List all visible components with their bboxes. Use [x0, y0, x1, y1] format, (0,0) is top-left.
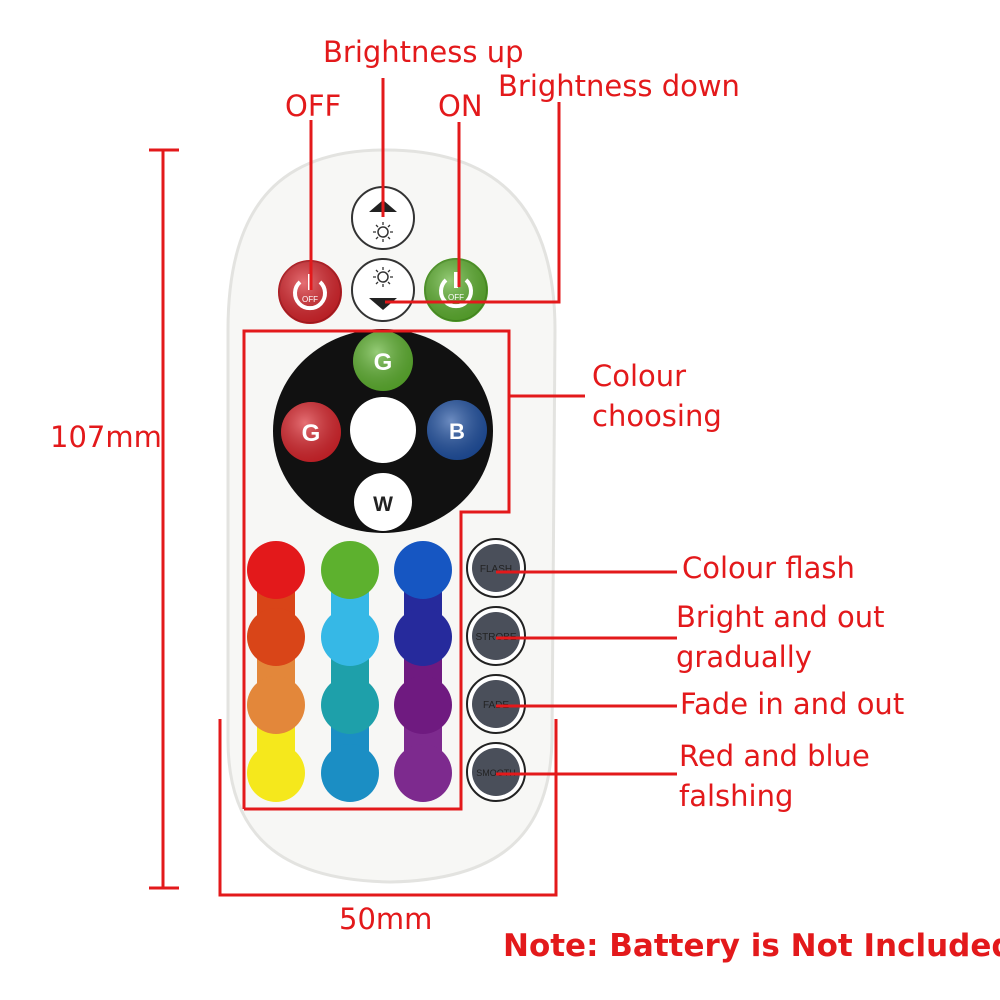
color-swatch-button[interactable]: [394, 608, 452, 666]
red-button[interactable]: G: [281, 402, 341, 462]
label-brightness-down: Brightness down: [498, 69, 740, 103]
w-button[interactable]: W: [354, 473, 412, 531]
green-button[interactable]: G: [353, 331, 413, 391]
strobe-button[interactable]: STROBE: [466, 606, 526, 666]
svg-text:B: B: [449, 419, 465, 444]
label-fade: Fade in and out: [680, 687, 905, 721]
svg-text:G: G: [302, 420, 321, 447]
label-colour-flash: Colour flash: [682, 551, 855, 585]
label-brightness-up: Brightness up: [323, 35, 524, 69]
color-swatch-button[interactable]: [321, 541, 379, 599]
color-swatch-button[interactable]: [247, 608, 305, 666]
color-swatch-button[interactable]: [321, 676, 379, 734]
annotation-lines: [149, 78, 677, 897]
fade-button[interactable]: FADE: [466, 674, 526, 734]
label-on: ON: [438, 89, 483, 123]
power-off-text: OFF: [302, 295, 318, 304]
label-height: 107mm: [50, 420, 162, 454]
color-swatch-button[interactable]: [321, 608, 379, 666]
flash-button[interactable]: FLASH: [466, 538, 526, 598]
label-width: 50mm: [339, 902, 433, 936]
color-swatch-button[interactable]: [394, 541, 452, 599]
label-off: OFF: [285, 89, 342, 123]
blue-button[interactable]: B: [427, 400, 487, 460]
power-on-text: OFF: [448, 293, 464, 302]
smooth-button[interactable]: SMOOTH: [466, 742, 526, 802]
svg-text:W: W: [373, 493, 393, 516]
color-swatch-button[interactable]: [247, 744, 305, 802]
svg-text:FLASH: FLASH: [480, 564, 512, 575]
color-swatch-button[interactable]: [394, 676, 452, 734]
label-colour-choosing: Colour choosing: [592, 359, 722, 433]
color-swatch-button[interactable]: [321, 744, 379, 802]
power-on-button[interactable]: OFF: [424, 258, 488, 322]
battery-note: Note: Battery is Not Included: [503, 928, 1000, 964]
color-swatch-button[interactable]: [394, 744, 452, 802]
color-swatch-button[interactable]: [247, 541, 305, 599]
label-red-blue: Red and blue falshing: [679, 739, 870, 813]
color-swatch-button[interactable]: [247, 676, 305, 734]
brightness-down-button[interactable]: [351, 258, 415, 322]
label-bright-out: Bright and out gradually: [676, 600, 885, 674]
white-button[interactable]: [350, 397, 416, 463]
color-swatch-grid: [247, 541, 452, 802]
svg-text:G: G: [374, 349, 393, 376]
